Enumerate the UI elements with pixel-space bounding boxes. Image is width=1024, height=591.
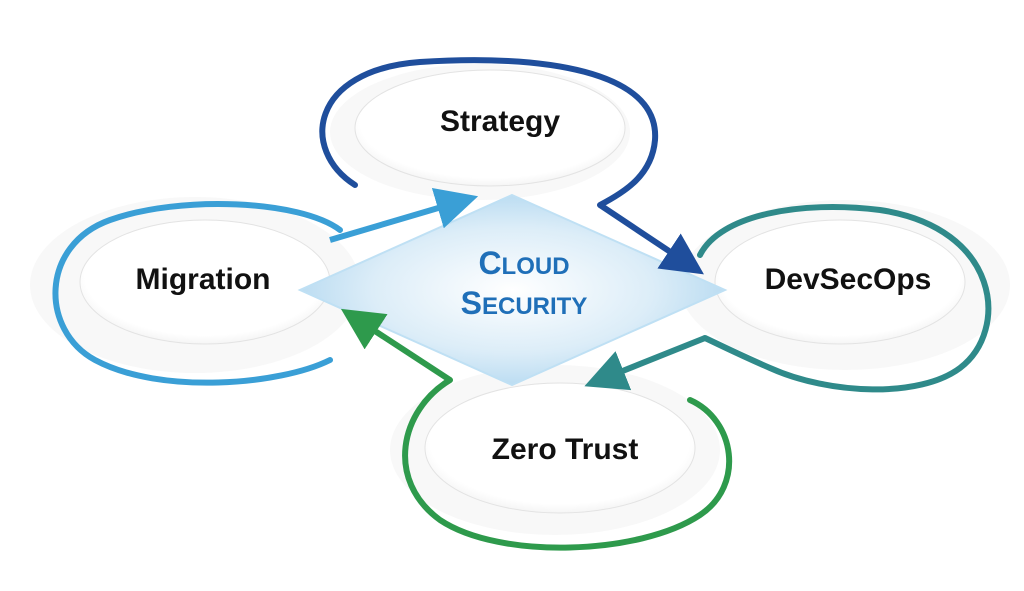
center-title-line1: CLOUD: [478, 245, 569, 281]
center-title-line2-initial: S: [461, 285, 482, 321]
node-label-strategy: Strategy: [440, 105, 560, 138]
devsecops-loop: [680, 200, 1010, 393]
center-diamond: [297, 193, 728, 387]
migration-loop: [30, 197, 360, 386]
node-label-devsecops: DevSecOps: [765, 263, 932, 296]
arrow-zero-trust-to-migration: [340, 308, 452, 383]
node-label-zero-trust: Zero Trust: [492, 433, 639, 466]
arrow-migration-to-strategy: [329, 188, 479, 243]
node-label-migration: Migration: [136, 263, 271, 296]
center-title-line1-initial: C: [478, 245, 501, 281]
center-title-line2-rest: ECURITY: [482, 293, 587, 320]
strategy-loop: [319, 57, 659, 208]
zero-trust-loop: [390, 365, 733, 551]
arrow-strategy-to-devsecops: [598, 202, 704, 275]
center-title-line2: SECURITY: [461, 285, 588, 321]
center-title-line1-rest: LOUD: [502, 253, 570, 280]
arrow-devsecops-to-zero-trust: [584, 335, 707, 391]
